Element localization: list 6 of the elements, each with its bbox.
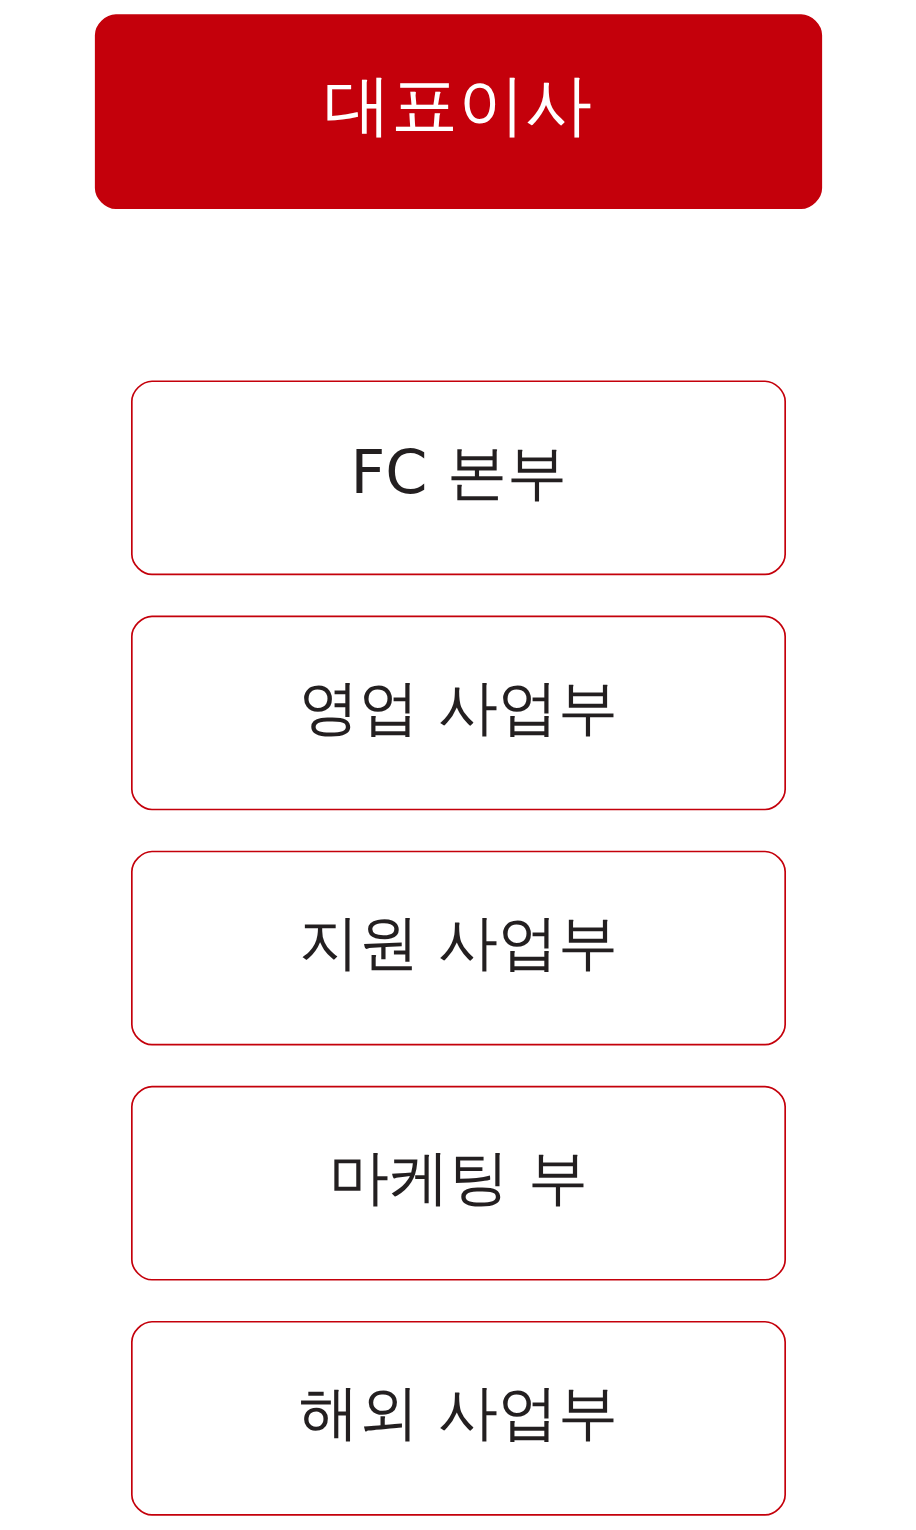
node-box: 해외 사업부 xyxy=(130,1320,786,1516)
node-box: 마케팅 부 xyxy=(130,1085,786,1281)
node-box: 대표이사 xyxy=(94,14,822,210)
node-box: 영업 사업부 xyxy=(130,615,786,811)
node-box: 지원 사업부 xyxy=(130,850,786,1046)
node-box: FC 본부 xyxy=(130,380,786,576)
